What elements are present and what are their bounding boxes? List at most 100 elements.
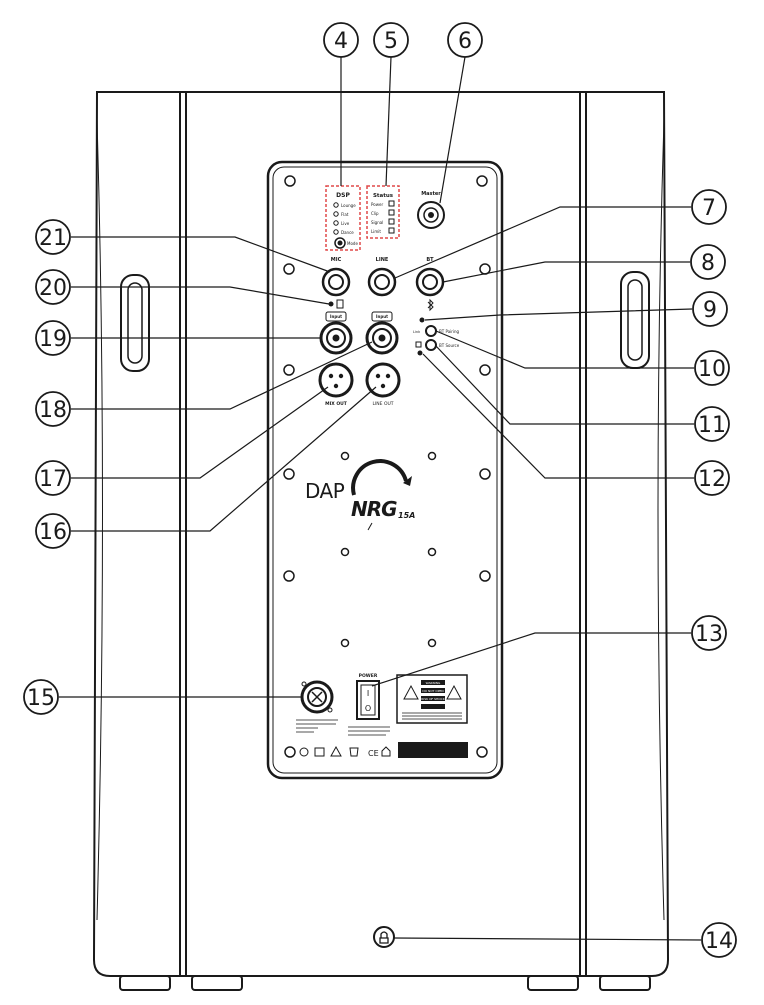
xlr-pin	[375, 373, 381, 379]
screw-icon	[283, 263, 295, 275]
preset-led-label: Live	[341, 221, 350, 226]
callout-circle	[692, 291, 728, 327]
screw-icon	[427, 638, 437, 648]
warning-triangle-icon	[446, 684, 462, 700]
callout-10: 10	[694, 350, 730, 386]
speaker-cabinet	[92, 91, 670, 977]
out-left-label: MIX OUT	[325, 401, 348, 407]
master-knob-cap	[423, 207, 439, 223]
rear-panel: DSP Lounge Flat Live Dance Mode Status	[266, 160, 504, 780]
callout-number: 7	[702, 196, 716, 221]
callout-circle	[691, 189, 727, 225]
leader-line-8	[442, 261, 690, 283]
combo-jack-icon	[365, 321, 399, 355]
callout-number: 5	[384, 29, 398, 54]
power-inlet-inner	[307, 687, 327, 707]
status-led-label: Signal	[371, 220, 383, 225]
combo-jack-hole	[332, 334, 340, 342]
link-label: Link	[413, 330, 421, 334]
combo-input-right[interactable]: Input	[365, 311, 399, 355]
leader-line-14	[393, 937, 702, 941]
preset-led-icon	[333, 229, 339, 235]
line-label: LINE	[376, 257, 389, 263]
callout-circle	[35, 269, 71, 305]
lock-ring	[373, 926, 395, 948]
line-gain-knob[interactable]	[367, 267, 397, 297]
warning-line: WARNING	[426, 681, 441, 685]
logo-underline	[367, 522, 373, 531]
bluetooth-icon	[427, 298, 434, 312]
callout-number: 6	[458, 29, 472, 54]
power-off-mark: O	[365, 704, 371, 713]
callout-5: 5	[373, 22, 409, 58]
callout-number: 9	[703, 298, 717, 323]
xlr-pin	[328, 373, 334, 379]
callout-21: 21	[35, 219, 71, 255]
power-inlet-key	[311, 691, 323, 703]
mic-label: MIC	[331, 257, 342, 263]
leader-line-18	[71, 341, 373, 410]
callout-6: 6	[447, 22, 483, 58]
foot-left-inner	[191, 975, 243, 991]
screw-icon	[283, 364, 295, 376]
line-gain-knob-cap	[374, 274, 390, 290]
callout-number: 21	[39, 226, 67, 251]
bt-pairing-button[interactable]	[425, 325, 437, 337]
callout-16: 16	[35, 513, 71, 549]
warning-band	[421, 688, 445, 693]
callout-number: 15	[27, 686, 55, 711]
xlr-pin	[333, 383, 339, 389]
callout-number: 18	[39, 398, 67, 423]
status-title: Status	[373, 193, 394, 199]
callout-number: 8	[701, 251, 715, 276]
dsp-label: DSP	[336, 192, 350, 199]
bt-source-button[interactable]	[425, 339, 437, 351]
leader-line-16	[71, 386, 377, 532]
mic-line-switch[interactable]	[328, 299, 344, 309]
screw-icon	[283, 570, 295, 582]
cabinet-right-edge-shade	[657, 119, 665, 921]
screw-icon	[479, 570, 491, 582]
serial-label	[398, 742, 468, 758]
weee-bin-icon	[349, 747, 359, 757]
xlr-output-left[interactable]: MIX OUT	[318, 362, 354, 407]
bt-source-switch[interactable]	[415, 341, 422, 348]
status-led-label: Power	[371, 202, 383, 207]
preset-led-label: Lounge	[341, 203, 356, 208]
logo-model: NRG	[351, 497, 397, 521]
callout-number: 17	[39, 467, 67, 492]
warning-label: WARNING DO NOT OPEN RISK OF SHOCK	[396, 674, 468, 758]
logo-gauge-tick	[403, 476, 412, 486]
cabinet-feet	[119, 975, 651, 991]
callout-circle	[23, 679, 59, 715]
leader-line-10	[435, 330, 694, 369]
preset-led-label: Dance	[341, 230, 354, 235]
leader-line-11	[435, 345, 694, 425]
cabinet-outline	[92, 91, 670, 977]
callout-14: 14	[701, 922, 737, 958]
callout-12: 12	[694, 460, 730, 496]
xlr-pin	[338, 373, 344, 379]
master-knob[interactable]	[417, 201, 445, 229]
callout-circle	[694, 350, 730, 386]
callout-17: 17	[35, 460, 71, 496]
callout-9: 9	[692, 291, 728, 327]
xlr-output-right[interactable]: LINE OUT	[365, 362, 401, 407]
ce-mark: CE	[368, 749, 379, 758]
screw-icon	[340, 547, 350, 557]
power-inlet[interactable]	[300, 680, 334, 714]
xlr-jack-icon	[365, 362, 401, 398]
warning-triangle-icon	[403, 684, 419, 700]
leader-line-6	[439, 56, 466, 204]
preset-led-icon	[333, 220, 339, 226]
mic-gain-knob[interactable]	[321, 267, 351, 297]
status-led-label: Limit	[371, 229, 381, 234]
power-switch[interactable]: POWER I O	[356, 673, 380, 720]
preset-button[interactable]	[334, 237, 346, 249]
callout-circle	[35, 391, 71, 427]
combo-input-left[interactable]: Input	[319, 311, 353, 355]
screw-icon	[284, 175, 296, 187]
input-left-tab	[325, 311, 347, 322]
brand-logo: DAP NRG 15A	[305, 459, 415, 531]
